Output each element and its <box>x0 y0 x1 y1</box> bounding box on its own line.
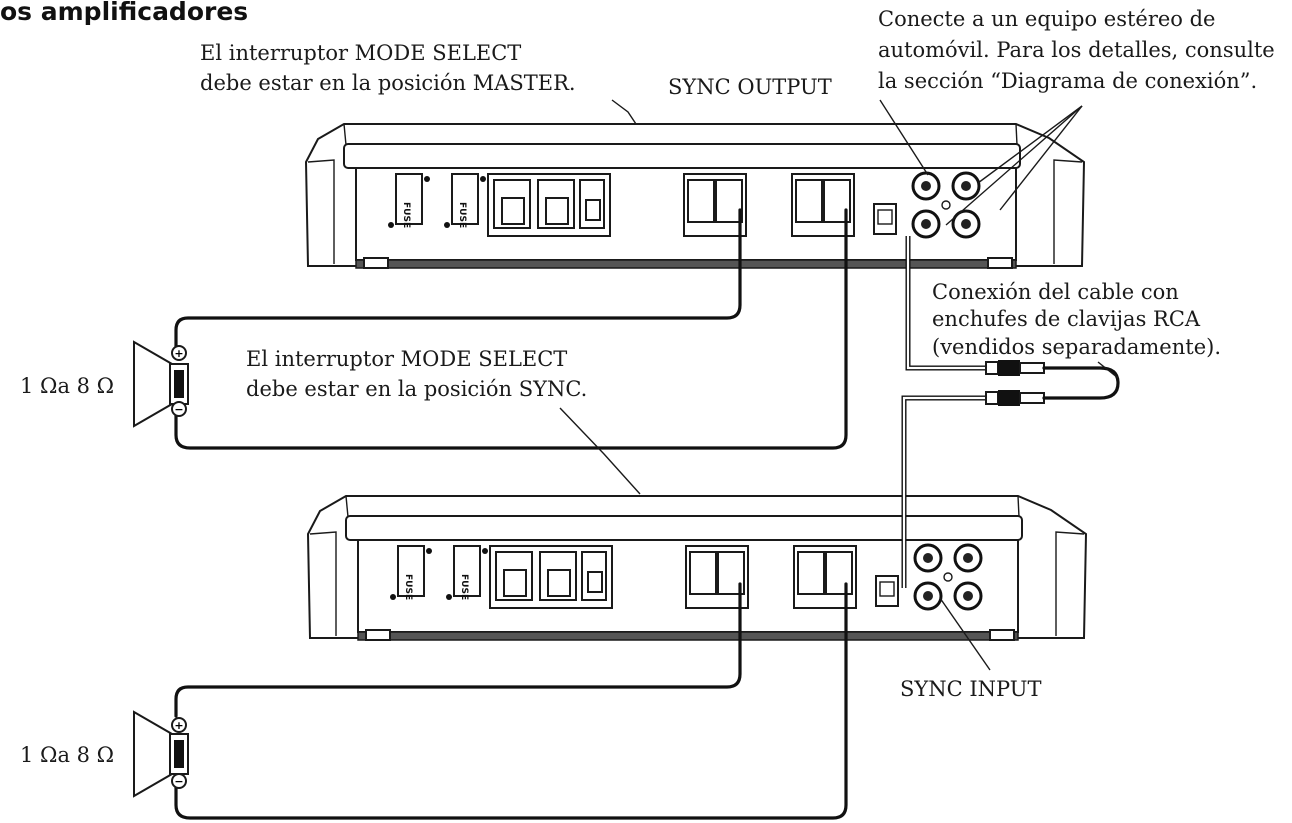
speaker-cable-positive-top <box>174 208 742 350</box>
sync-output-label: SYNC OUTPUT <box>668 75 832 99</box>
stereo-note-line2: automóvil. Para los detalles, consulte <box>878 38 1275 62</box>
speaker-cable-negative-bottom <box>174 582 848 820</box>
rca-note-line3: (vendidos separadamente). <box>932 335 1221 359</box>
section-heading: os amplificadores <box>0 0 248 26</box>
fuse-label: FUSE <box>403 574 413 600</box>
sync-switch-note-line1: El interruptor MODE SELECT <box>246 347 567 371</box>
fuse-label: FUSE <box>457 202 467 228</box>
leader-stereo-3 <box>945 105 1083 226</box>
speaker-top: + − <box>133 340 189 428</box>
stereo-note-line1: Conecte a un equipo estéreo de <box>878 7 1216 31</box>
sync-input-label: SYNC INPUT <box>900 677 1042 701</box>
rca-note-line2: enchufes de clavijas RCA <box>932 307 1201 331</box>
plus-sign: + <box>174 719 183 732</box>
master-switch-note-line2: debe estar en la posición MASTER. <box>200 71 576 95</box>
impedance-label-top: 1 Ωa 8 Ω <box>20 374 114 398</box>
minus-sign: − <box>174 775 183 788</box>
master-amplifier: FUSE FUSE <box>304 122 1086 270</box>
leader-stereo-1 <box>977 105 1083 184</box>
leader-sync-input <box>939 597 991 671</box>
leader-stereo-2 <box>999 105 1083 211</box>
leader-sync-output <box>879 99 929 176</box>
stereo-note-line3: la sección “Diagrama de conexión”. <box>878 69 1257 93</box>
impedance-label-bottom: 1 Ωa 8 Ω <box>20 743 114 767</box>
sync-amplifier: FUSE FUSE <box>306 494 1088 642</box>
leader-sync-switch <box>559 407 641 495</box>
speaker-cable-negative-top <box>174 208 848 450</box>
minus-sign: − <box>174 403 183 416</box>
sync-switch-note-line2: debe estar en la posición SYNC. <box>246 377 587 401</box>
speaker-cable-positive-bottom <box>174 582 742 718</box>
plus-sign: + <box>174 347 183 360</box>
leader-master <box>611 99 637 125</box>
leader-rca <box>1097 361 1119 379</box>
speaker-bottom: + − <box>133 710 189 798</box>
fuse-label: FUSE <box>401 202 411 228</box>
master-switch-note-line1: El interruptor MODE SELECT <box>200 41 521 65</box>
fuse-label: FUSE <box>459 574 469 600</box>
rca-note-line1: Conexión del cable con <box>932 280 1179 304</box>
